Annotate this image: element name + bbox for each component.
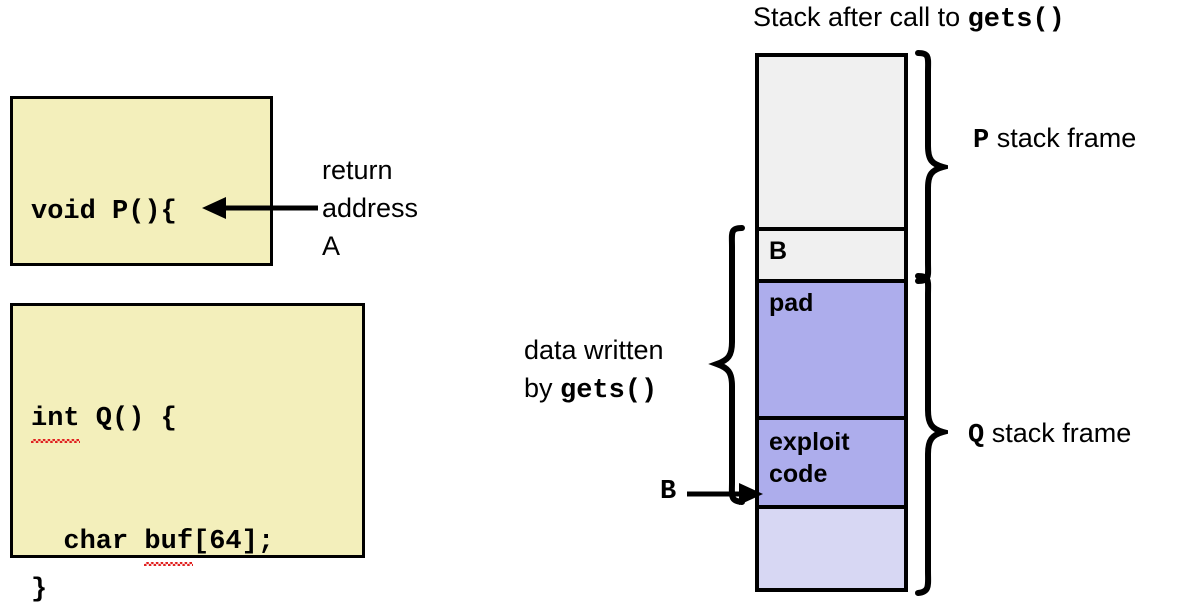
stack-column: B pad exploit code bbox=[755, 53, 908, 592]
label-q-stack-frame: Q stack frame bbox=[968, 418, 1131, 451]
label-p-text: stack frame bbox=[989, 123, 1137, 153]
return-address-line-1: return bbox=[322, 155, 393, 185]
data-written-prefix: by bbox=[524, 373, 561, 403]
code-line: int Q() { bbox=[31, 399, 362, 443]
stack-diagram-title: Stack after call to gets() bbox=[753, 2, 1065, 35]
data-written-code: gets() bbox=[560, 376, 658, 406]
return-address-arrow-icon bbox=[202, 197, 318, 219]
return-address-line-2: address bbox=[322, 193, 419, 223]
label-q-code: Q bbox=[968, 421, 985, 451]
data-written-line-1: data written bbox=[524, 335, 664, 365]
b-pointer-arrow-icon bbox=[687, 483, 763, 505]
code-box-function-p: void P(){ Q(); ... } bbox=[10, 96, 273, 605]
exploit-code-line-2: code bbox=[769, 460, 828, 488]
brace-q-stack-frame-icon bbox=[915, 273, 948, 596]
spellcheck-underline-buf-1: buf bbox=[144, 522, 193, 566]
brace-p-stack-frame-icon bbox=[915, 50, 948, 284]
stack-title-code: gets() bbox=[967, 5, 1065, 35]
label-p-code: P bbox=[973, 126, 990, 156]
return-address-label: return address A bbox=[322, 151, 418, 265]
brace-data-written-icon bbox=[708, 225, 745, 505]
label-q-text: stack frame bbox=[984, 418, 1132, 448]
stack-cell-p-locals bbox=[759, 57, 904, 227]
stack-cell-return-address: B bbox=[759, 227, 904, 279]
stack-cell-pad: pad bbox=[759, 279, 904, 416]
stack-title-prefix: Stack after call to bbox=[753, 2, 968, 32]
code-line-q-1-rest: Q() { bbox=[79, 404, 177, 434]
label-p-stack-frame: P stack frame bbox=[973, 123, 1136, 156]
label-data-written-by-gets: data written by gets() bbox=[524, 331, 664, 410]
code-box-function-q: int Q() { char buf[64]; gets(buf); ... r… bbox=[10, 303, 365, 566]
label-b-pointer: B bbox=[660, 477, 677, 507]
exploit-code-line-1: exploit bbox=[769, 428, 850, 456]
return-address-line-3: A bbox=[322, 231, 341, 261]
code-line: void P(){ bbox=[31, 197, 177, 227]
code-line: } bbox=[31, 575, 48, 605]
stack-cell-buf bbox=[759, 505, 904, 588]
spellcheck-underline-int: int bbox=[31, 399, 80, 443]
data-written-line-2: by gets() bbox=[524, 369, 664, 410]
stack-cell-exploit-code: exploit code bbox=[759, 416, 904, 505]
code-line: char buf[64]; bbox=[31, 522, 362, 566]
